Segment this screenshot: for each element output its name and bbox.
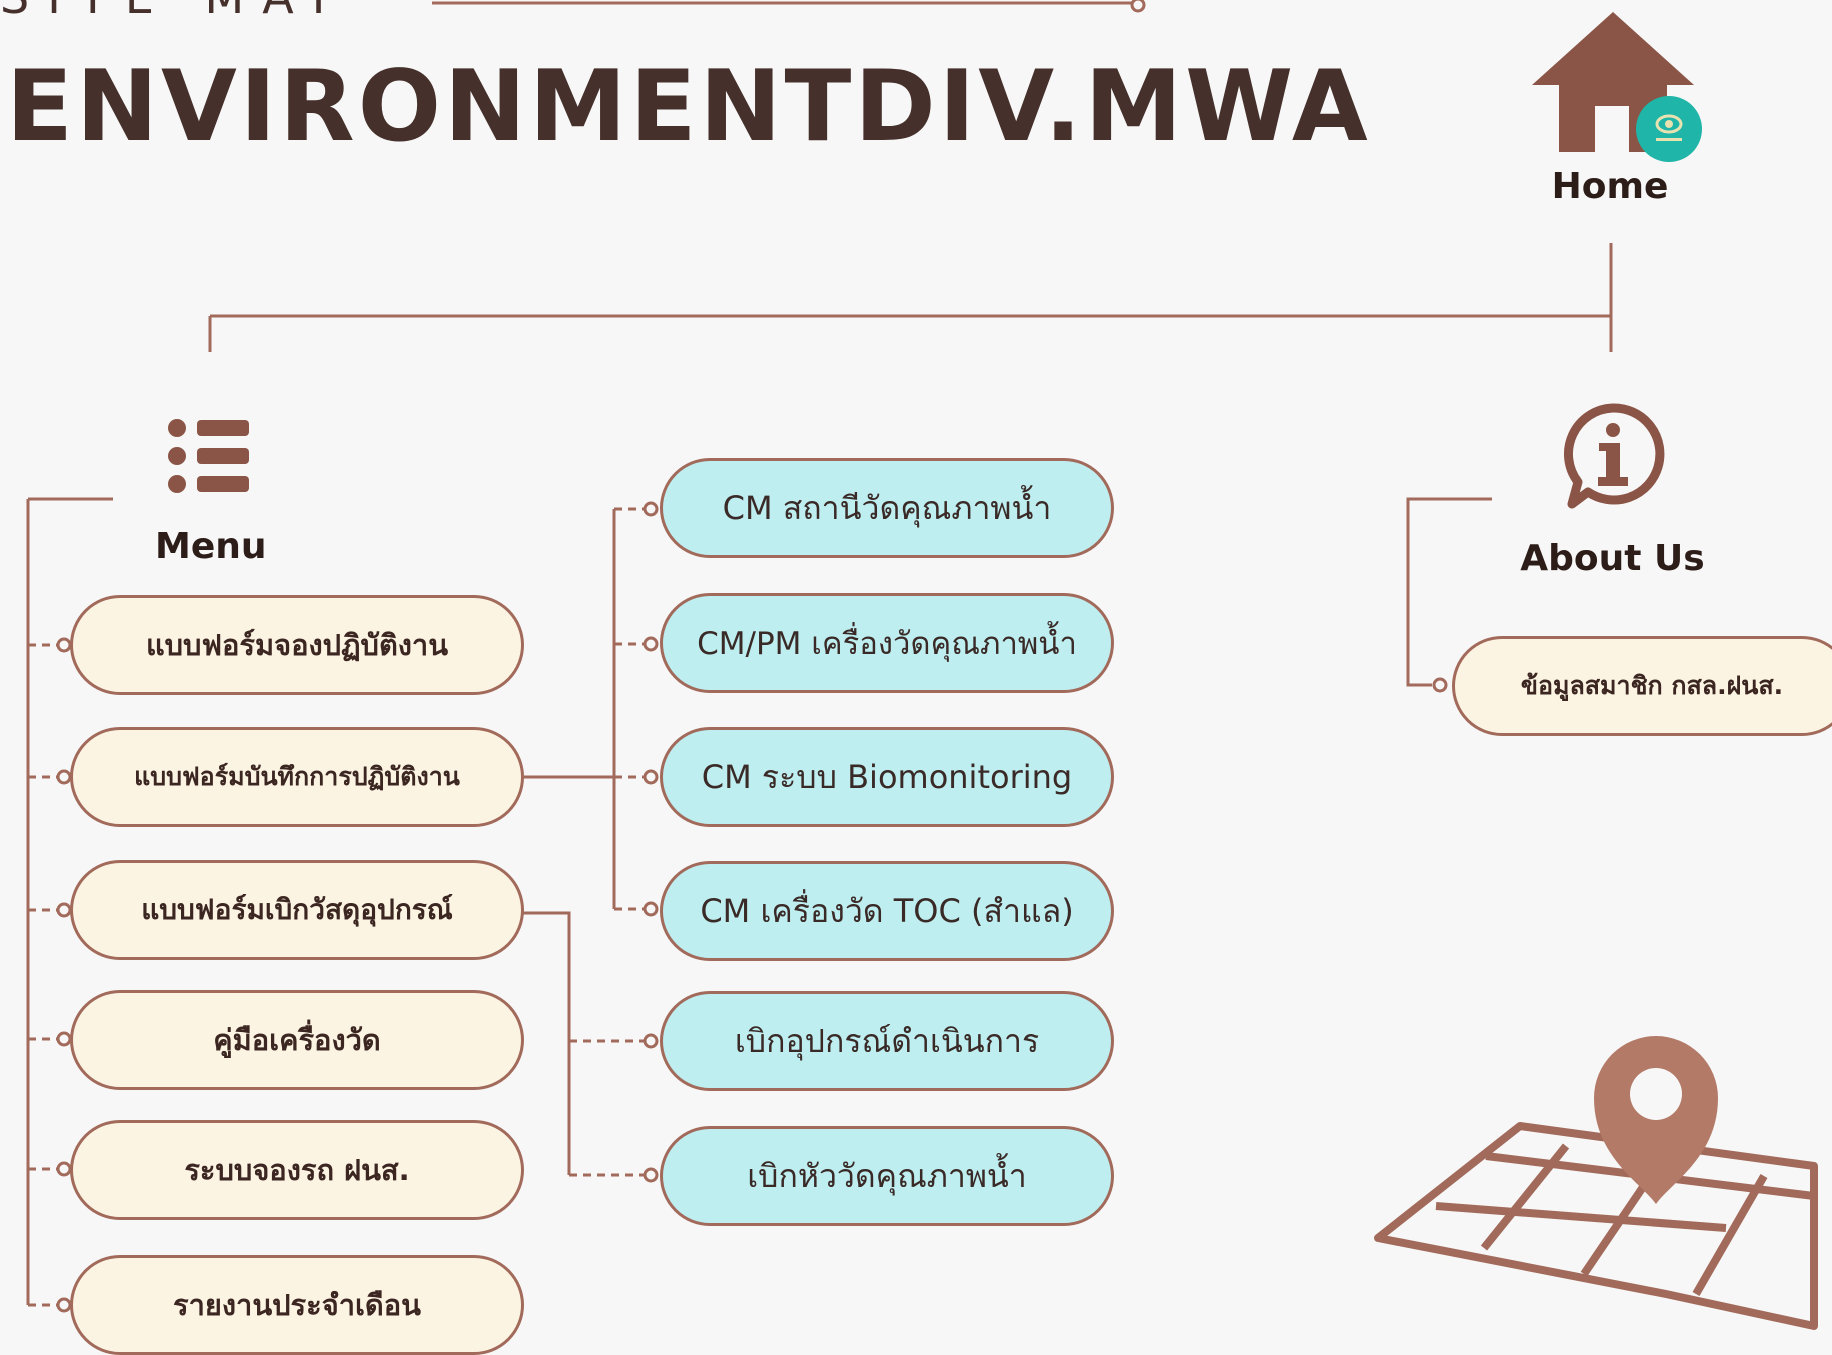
menu-item-instrument-manual[interactable]: คู่มือเครื่องวัด	[70, 990, 524, 1090]
submenu-cm-toc[interactable]: CM เครื่องวัด TOC (สำแล)	[660, 861, 1114, 961]
about-item-members[interactable]: ข้อมูลสมาชิก กสล.ฝนส.	[1452, 636, 1832, 736]
logo-badge-icon	[1636, 96, 1702, 162]
submenu-cm-pm-instrument[interactable]: CM/PM เครื่องวัดคุณภาพน้ำ	[660, 593, 1114, 693]
submenu-cm-station[interactable]: CM สถานีวัดคุณภาพน้ำ	[660, 458, 1114, 558]
home-label: Home	[1551, 166, 1669, 207]
submenu-withdraw-probe[interactable]: เบิกหัววัดคุณภาพน้ำ	[660, 1126, 1114, 1226]
submenu-cm-biomonitoring[interactable]: CM ระบบ Biomonitoring	[660, 727, 1114, 827]
about-label: About Us	[1520, 538, 1705, 579]
list-icon	[168, 419, 249, 493]
menu-item-supply-withdraw-form[interactable]: แบบฟอร์มเบิกวัสดุอุปกรณ์	[70, 860, 524, 960]
menu-item-work-record-form[interactable]: แบบฟอร์มบันทึกการปฏิบัติงาน	[70, 727, 524, 827]
page-title: ENVIRONMENTDIV.MWA	[6, 50, 1371, 164]
menu-item-car-booking[interactable]: ระบบจองรถ ฝนส.	[70, 1120, 524, 1220]
site-map-subtitle: SITE MAP	[0, 0, 357, 20]
menu-item-monthly-report[interactable]: รายงานประจำเดือน	[70, 1255, 524, 1355]
menu-item-booking-form[interactable]: แบบฟอร์มจองปฏิบัติงาน	[70, 595, 524, 695]
map-pin-icon	[1374, 1036, 1818, 1330]
about-node[interactable]: About Us	[1500, 400, 1725, 590]
menu-node[interactable]: Menu	[155, 414, 267, 574]
home-node[interactable]: Home	[1528, 8, 1702, 208]
menu-label: Menu	[155, 526, 267, 567]
submenu-withdraw-equipment[interactable]: เบิกอุปกรณ์ดำเนินการ	[660, 991, 1114, 1091]
info-icon	[1564, 403, 1665, 509]
